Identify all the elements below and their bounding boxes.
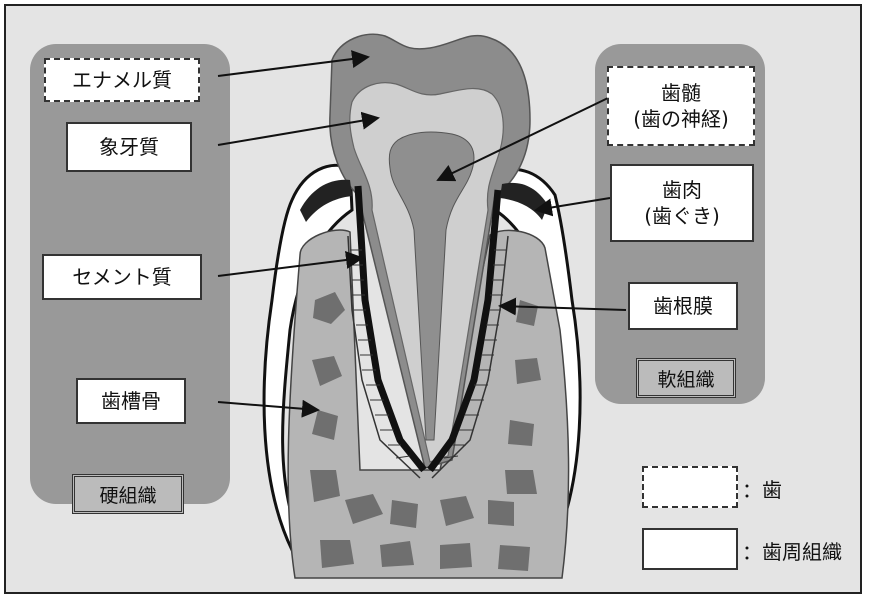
label-gingiva: 歯肉 (歯ぐき)	[610, 164, 754, 242]
legend-swatch-periodontal	[642, 528, 738, 570]
legend-label-tooth: ：歯	[742, 474, 782, 503]
group-soft-tissue: 軟組織	[636, 358, 736, 398]
group-hard-tissue: 硬組織	[72, 474, 184, 514]
label-cementum: セメント質	[42, 254, 202, 300]
label-dentin: 象牙質	[66, 122, 192, 172]
label-pulp: 歯髄 (歯の神経)	[607, 66, 755, 146]
label-alveolar-bone: 歯槽骨	[76, 378, 186, 424]
legend-swatch-tooth	[642, 466, 738, 508]
legend-label-periodontal: ：歯周組織	[742, 536, 842, 565]
label-enamel: エナメル質	[44, 58, 200, 102]
label-periodontal-ligament: 歯根膜	[628, 282, 738, 330]
